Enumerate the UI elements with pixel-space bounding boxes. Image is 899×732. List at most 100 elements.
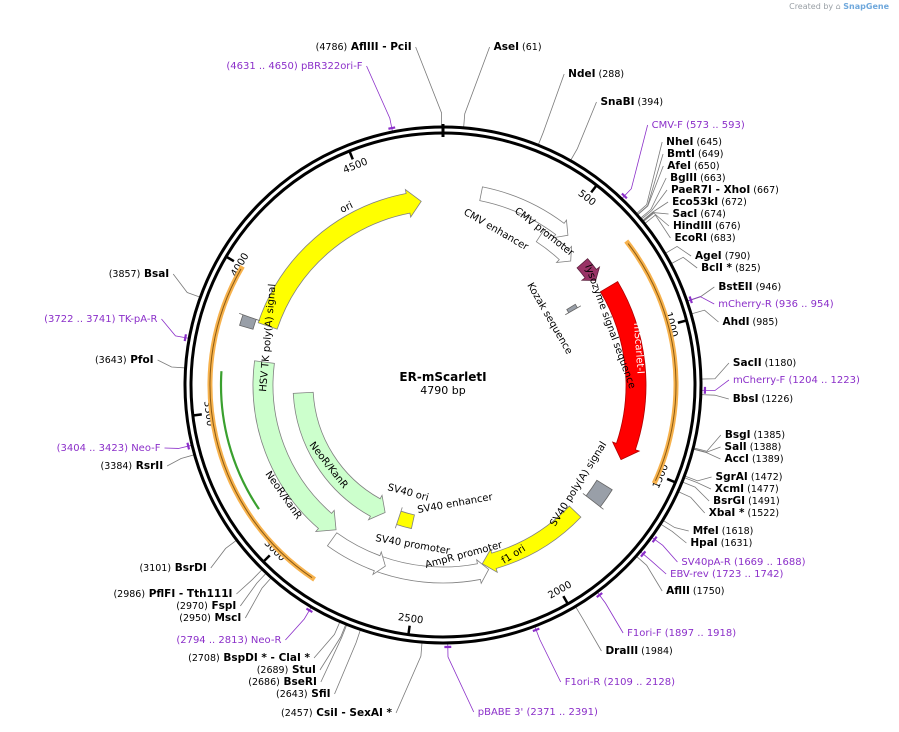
enzyme-leader — [636, 153, 664, 216]
enzyme-label[interactable]: (4786) AflIII - PciI — [316, 41, 412, 53]
enzyme-label[interactable]: BglII (663) — [670, 172, 726, 184]
enzyme-leader — [700, 362, 730, 380]
label-leader-lines — [157, 46, 730, 714]
enzyme-label[interactable]: SacII (1180) — [733, 357, 796, 369]
primer-label[interactable]: mCherry-R (936 .. 954) — [718, 299, 834, 310]
enzyme-label[interactable]: SalI (1388) — [725, 441, 782, 453]
feature-ampr-promoter-arrow[interactable] — [367, 553, 490, 585]
brand-prefix: Created by — [789, 2, 834, 11]
enzyme-label[interactable]: (2970) FspI — [176, 600, 236, 612]
label-hsv-tk: HSV TK poly(A) signal — [258, 283, 278, 392]
enzyme-label[interactable]: SacI (674) — [673, 208, 726, 220]
feature-cmv-enhancer-arrow[interactable] — [479, 186, 569, 239]
feature-mscarlet-arrow[interactable] — [599, 281, 647, 461]
enzyme-label[interactable]: PaeR7I - XhoI (667) — [671, 184, 779, 196]
feature-neor-outer-arrow[interactable] — [252, 360, 337, 532]
enzyme-leader — [681, 481, 710, 502]
feature-hsv-tk-box[interactable] — [239, 313, 261, 330]
enzyme-label[interactable]: (2686) BseRI — [248, 676, 317, 688]
enzyme-label[interactable]: (2950) MscI — [179, 612, 241, 624]
primer-label[interactable]: F1ori-R (2109 .. 2128) — [565, 677, 675, 688]
enzyme-label[interactable]: HpaI (1631) — [690, 537, 752, 549]
enzyme-leader — [166, 454, 195, 467]
feature-ori-arrow[interactable] — [257, 188, 422, 330]
enzyme-label[interactable]: (3643) PfoI — [95, 354, 154, 366]
feature-sv40-polya-box[interactable] — [582, 479, 613, 510]
primer-label[interactable]: (3722 .. 3741) TK-pA-R — [44, 314, 157, 325]
feature-sv40-ori-box[interactable] — [394, 507, 415, 530]
primer-label[interactable]: (3404 .. 3423) Neo-F — [57, 443, 161, 454]
enzyme-leader — [660, 523, 687, 544]
enzyme-label[interactable]: AgeI (790) — [695, 250, 750, 262]
enzyme-label[interactable]: XcmI (1477) — [715, 483, 779, 495]
snapgene-logo-icon: ⌂ — [835, 2, 841, 11]
feature-sv40-promoter-arrow[interactable] — [326, 532, 386, 576]
primer-marks — [183, 126, 707, 649]
enzyme-label[interactable]: XbaI * (1522) — [709, 507, 779, 519]
enzyme-leader — [683, 477, 712, 490]
enzyme-label[interactable]: (2708) BspDI * - ClaI * — [188, 652, 310, 664]
enzyme-label[interactable]: BsgI (1385) — [725, 429, 785, 441]
feature-f1-ori-arrow[interactable] — [481, 505, 582, 574]
enzyme-label[interactable]: HindIII (676) — [673, 220, 741, 232]
primer-leader — [621, 124, 649, 200]
primer-leader — [285, 606, 312, 641]
feature-neor-inner-arrow[interactable] — [292, 391, 386, 521]
enzyme-label[interactable]: NdeI (288) — [568, 68, 624, 80]
enzyme-label[interactable]: BstEII (946) — [718, 281, 781, 293]
primer-label[interactable]: F1ori-F (1897 .. 1918) — [627, 628, 736, 639]
enzyme-label[interactable]: BbsI (1226) — [733, 393, 793, 405]
feature-kozak-box[interactable] — [565, 303, 582, 316]
ring-tick — [562, 595, 569, 605]
primer-mark — [651, 535, 658, 543]
enzyme-leader — [684, 475, 712, 482]
site-labels: AseI (61) NdeI (288) SnaBI (394) NheI (645)… — [44, 41, 860, 719]
primer-label[interactable]: CMV-F (573 .. 593) — [652, 120, 745, 131]
primer-label[interactable]: mCherry-F (1204 .. 1223) — [733, 375, 860, 386]
enzyme-label[interactable]: BsrGI (1491) — [713, 495, 780, 507]
enzyme-label[interactable]: (3384) RsrII — [101, 460, 164, 472]
enzyme-label[interactable]: AfeI (650) — [667, 160, 719, 172]
enzyme-label[interactable]: (3857) BsaI — [109, 268, 170, 280]
enzyme-label[interactable]: DraIII (1984) — [605, 645, 672, 657]
enzyme-leader — [463, 46, 490, 128]
enzyme-label[interactable]: AccI (1389) — [724, 453, 783, 465]
primer-label[interactable]: (4631 .. 4650) pBR322ori-F — [226, 61, 362, 72]
enzyme-leader — [639, 177, 667, 219]
enzyme-leader — [172, 273, 201, 298]
enzyme-label[interactable]: BmtI (649) — [667, 148, 723, 160]
enzyme-label[interactable]: BclI * (825) — [701, 262, 760, 274]
enzyme-label[interactable]: (3101) BsrDI — [139, 562, 206, 574]
enzyme-label[interactable]: (2986) PflFI - Tth111I — [113, 588, 232, 600]
enzyme-label[interactable]: SgrAI (1472) — [716, 471, 783, 483]
primer-label[interactable]: (2794 .. 2813) Neo-R — [176, 635, 281, 646]
enzyme-label[interactable]: (2457) CsiI - SexAI * — [281, 707, 393, 719]
enzyme-label[interactable]: NheI (645) — [666, 136, 722, 148]
enzyme-label[interactable]: AhdI (985) — [723, 316, 779, 328]
enzyme-label[interactable]: EcoRI (683) — [674, 232, 735, 244]
primer-label[interactable]: pBABE 3' (2371 .. 2391) — [478, 707, 598, 718]
primer-mark — [183, 334, 188, 342]
primer-mark — [688, 296, 693, 304]
enzyme-label[interactable]: MfeI (1618) — [693, 525, 754, 537]
enzyme-label[interactable]: AflII (1750) — [666, 585, 724, 597]
primer-mark — [305, 607, 313, 614]
label-sv40-promoter: SV40 promoter — [374, 533, 451, 557]
enzyme-leader — [415, 46, 443, 128]
enzyme-label[interactable]: (2643) SfiI — [276, 688, 331, 700]
primer-label[interactable]: EBV-rev (1723 .. 1742) — [670, 569, 783, 580]
enzyme-leader — [320, 624, 348, 683]
enzyme-leader — [537, 73, 565, 146]
primer-label[interactable]: SV40pA-R (1669 .. 1688) — [681, 557, 805, 568]
enzyme-label[interactable]: SnaBI (394) — [600, 96, 663, 108]
snapgene-watermark: Created by ⌂ SnapGene — [789, 2, 889, 11]
enzyme-leader — [635, 555, 663, 592]
feature-lysozyme-arrow[interactable] — [576, 258, 601, 281]
label-kozak: Kozak sequence — [524, 281, 574, 356]
ring-tick — [666, 477, 676, 484]
enzyme-label[interactable]: (2689) StuI — [257, 664, 316, 676]
ring-tick — [348, 150, 354, 160]
enzyme-label[interactable]: AseI (61) — [494, 41, 542, 53]
enzyme-label[interactable]: Eco53kI (672) — [672, 196, 747, 208]
feature-cmv-promoter-arrow[interactable] — [535, 229, 572, 264]
